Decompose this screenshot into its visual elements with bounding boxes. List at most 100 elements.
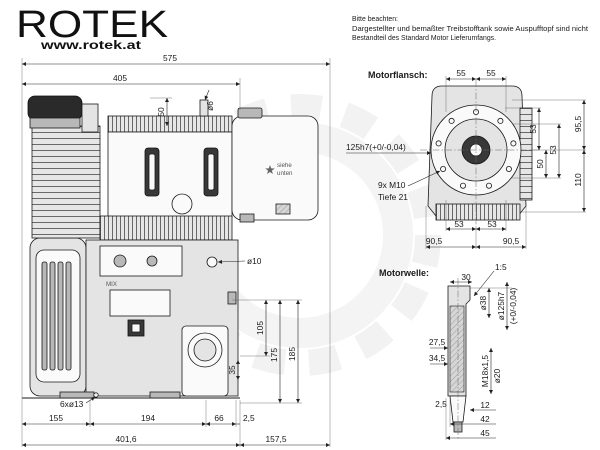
dim-base-66: 66: [214, 413, 224, 423]
dim-top-right: 55: [486, 68, 496, 78]
dim-base-401-6: 401,6: [116, 434, 137, 444]
mount-hole: [93, 392, 99, 398]
control-plate-hole: [131, 323, 141, 333]
note-line-2: Bestandteil des Standard Motor Lieferumf…: [352, 35, 496, 42]
flange-title: Motorflansch:: [368, 70, 428, 80]
shaft-dimensions: 30 1:5 ø38 ø125h7 (+0/-0,04) 27,5 34,5 M…: [429, 262, 518, 440]
fuel-filter: [171, 193, 193, 215]
cover-slot-left-inner: [148, 153, 156, 191]
carburetor: [99, 245, 183, 277]
exhaust-outlet-inner: [193, 338, 217, 362]
star-icon: [265, 165, 275, 175]
starter-slot: [65, 261, 72, 371]
dim-bottom-right-90-5: 90,5: [503, 236, 520, 246]
shaft-title: Motorwelle:: [379, 268, 429, 278]
breather-pipe: [199, 99, 209, 117]
mix-label: MIX: [106, 281, 117, 288]
engine-side-view: MIX siehe unten: [22, 95, 319, 399]
leader-breather: [204, 89, 210, 101]
dim-overall-width: 575: [163, 53, 177, 63]
dim-bottom-left-53: 53: [454, 219, 464, 229]
dim-thread: M18x1,5: [480, 355, 490, 387]
head-lower-fins: [99, 215, 233, 241]
leader-threads: [407, 170, 441, 187]
starter-slot: [41, 261, 48, 371]
side-view-extension-lines: [21, 58, 331, 447]
bolt-hole: [510, 140, 517, 147]
head-top-fins: [107, 115, 233, 133]
dim-threads: 9x M10: [378, 180, 406, 190]
dim-taper: 1:5: [495, 262, 507, 272]
dim-breather-dia: ø6: [205, 101, 215, 111]
note-title: Bitte beachten:: [352, 16, 398, 23]
air-filter-base: [29, 117, 81, 129]
dim-right-110: 110: [573, 173, 583, 187]
dim-len-27-5: 27,5: [429, 337, 446, 347]
leader-taper: [473, 270, 495, 297]
dim-len-34-5: 34,5: [429, 353, 446, 363]
oil-filler: [227, 291, 237, 305]
dim-len-12: 12: [480, 400, 490, 410]
scope-note: Bitte beachten: Dargestellter und bemaßt…: [352, 16, 588, 42]
dim-pilot-tolerance: (+0/-0,04): [508, 288, 518, 325]
dim-len-42: 42: [480, 414, 490, 424]
leader-mount-holes: [85, 396, 96, 404]
rotek-logo: ROTEK www.rotek.at: [16, 4, 168, 52]
fuel-tank: [231, 115, 319, 221]
dim-height-175: 175: [269, 348, 279, 362]
dim-lever-dia: ø10: [247, 256, 262, 266]
bolt-hole: [435, 140, 442, 147]
mount-foot-left: [59, 391, 95, 399]
bolt-hole: [505, 165, 512, 172]
tank-bracket: [239, 213, 255, 223]
dim-mount-holes: 6xø13: [60, 399, 84, 409]
dim-right-53-upper: 53: [528, 124, 538, 134]
dim-height-185: 185: [287, 347, 297, 361]
crankshaft-end-view: [447, 278, 471, 440]
dim-dia-38: ø38: [478, 295, 488, 310]
governor-housing: [109, 289, 171, 317]
dim-bottom-right-53: 53: [487, 219, 497, 229]
air-filter: [27, 95, 83, 121]
dim-right-95-5: 95,5: [573, 116, 583, 133]
fuel-fitting: [275, 203, 291, 215]
starter-slot: [49, 261, 56, 371]
flange-dimensions: 55 55 125h7(+0/-0,04) 9x M10 Tiefe 21 53…: [346, 68, 586, 249]
bolt-hole: [459, 182, 466, 189]
dim-base-155: 155: [49, 413, 63, 423]
dim-top-left: 55: [456, 68, 466, 78]
dim-dia-20: ø20: [492, 368, 502, 383]
carburetor-knob: [113, 254, 127, 268]
dim-height-35: 35: [227, 365, 237, 375]
dim-pilot-dia: 125h7(+0/-0,04): [346, 142, 406, 152]
shaft-section-hatch: [449, 305, 465, 393]
tank-cap: [237, 107, 263, 119]
dim-height-105: 105: [255, 321, 265, 335]
dim-pilot-dia: ø125h7: [496, 291, 506, 320]
tank-note-line-2: unten: [277, 170, 293, 177]
mount-foot-right: [149, 391, 181, 399]
throttle-lever-pivot: [206, 256, 218, 268]
dim-len-45: 45: [480, 428, 490, 438]
intake-bracket: [81, 103, 99, 133]
dim-width-to-tank: 405: [113, 73, 127, 83]
dim-fin-height: 50: [156, 107, 166, 117]
side-view-dimensions: 575 405 50 ø6 ø10 105 175 185 35 6xø13 1…: [22, 53, 330, 447]
leader-lever: [217, 259, 246, 264]
dim-right-50: 50: [535, 159, 545, 169]
flange-front-view: [420, 80, 540, 226]
bolt-hole: [448, 117, 455, 124]
dim-len-2-5: 2,5: [435, 399, 447, 409]
flange-bottom-fins: [435, 203, 521, 221]
flange-extension-lines: [425, 76, 586, 249]
dim-bottom-left-90-5: 90,5: [426, 236, 443, 246]
cylinder-fins: [31, 125, 101, 239]
dim-base-2-5: 2,5: [243, 413, 255, 423]
bolt-hole: [440, 165, 447, 172]
dim-length-30: 30: [461, 272, 471, 282]
logo-text: ROTEK: [16, 4, 168, 46]
website-url: www.rotek.at: [40, 40, 142, 52]
cover-slot-right-inner: [207, 153, 215, 191]
flange-side-fins: [519, 107, 533, 201]
